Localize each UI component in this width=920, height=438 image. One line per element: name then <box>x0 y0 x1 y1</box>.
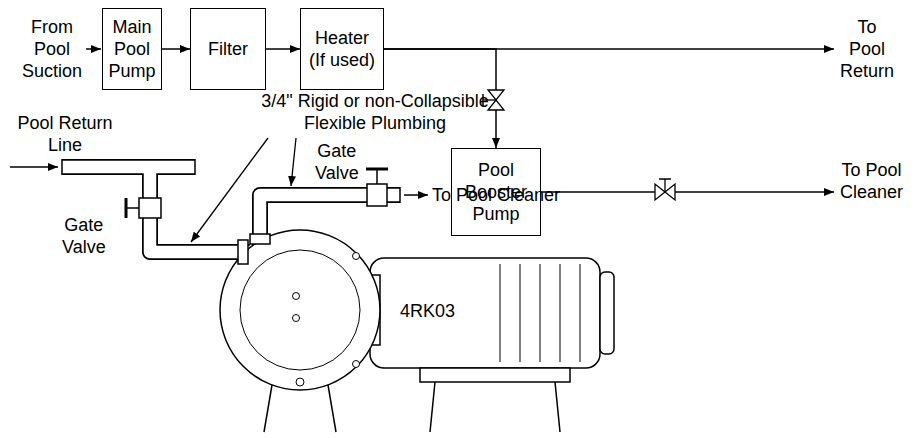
motor-end-cap <box>600 272 614 354</box>
pipe-end <box>194 159 196 175</box>
valve-symbol <box>488 100 504 110</box>
gate-valve-stem <box>376 170 378 184</box>
motor-fin <box>540 264 541 362</box>
flow-endpoint-label: To Pool Cleaner <box>840 159 903 203</box>
box-text: Main Pool Pump <box>108 16 156 82</box>
model-label: 4RK03 <box>400 300 455 322</box>
cover-bolt <box>293 315 300 322</box>
gate-valve-stem <box>126 207 139 209</box>
leader-line <box>291 138 296 186</box>
flow-endpoint-label: From Pool Suction <box>22 16 82 82</box>
callout-label: 3/4" Rigid or non-Collapsible Flexible P… <box>250 90 500 134</box>
flow-endpoint-label: To Pool Cleaner <box>432 184 560 206</box>
pump-cover <box>240 250 360 370</box>
process-box: Filter <box>190 8 266 90</box>
process-box: Heater (If used) <box>300 8 384 90</box>
motor-leg <box>555 382 560 432</box>
rim-bolt <box>296 378 304 386</box>
process-box: Main Pool Pump <box>102 8 162 90</box>
box-text: Filter <box>196 38 260 60</box>
return-line <box>384 48 834 50</box>
outlet-flange <box>250 234 270 244</box>
motor-fin <box>500 264 501 362</box>
gate-valve-wheel <box>125 198 128 218</box>
leader-line <box>191 138 268 242</box>
part-label: Pool Return Line <box>15 112 115 156</box>
motor-foot <box>420 368 570 382</box>
motor-fin <box>560 264 561 362</box>
gate-valve-body <box>139 198 161 218</box>
valve-handle <box>659 178 671 180</box>
valve-stem <box>664 179 665 192</box>
motor-leg <box>430 382 435 432</box>
suction-arrow <box>86 48 101 50</box>
gate-valve-body <box>367 184 387 206</box>
flow-endpoint-label: To Pool Return <box>840 16 894 82</box>
pipe-end <box>61 159 63 175</box>
pump-leg <box>264 385 272 432</box>
inlet-flange <box>238 240 248 264</box>
cleaner-line <box>541 191 834 193</box>
motor-fin <box>520 264 521 362</box>
flow-arrow <box>162 48 190 50</box>
flow-arrow <box>10 166 58 168</box>
pipe-end <box>399 187 401 203</box>
rim-bolt <box>353 253 360 260</box>
part-label: Gate Valve <box>62 214 106 258</box>
motor-fin <box>580 264 581 362</box>
pump-volute <box>220 230 380 390</box>
valve-symbol <box>665 184 675 200</box>
gate-valve-wheel <box>366 168 388 171</box>
box-text: Heater (If used) <box>306 27 378 71</box>
part-label: Gate Valve <box>315 140 359 184</box>
motor-housing <box>370 258 600 368</box>
flow-arrow <box>266 48 300 50</box>
pump-leg <box>328 385 336 432</box>
rim-bolt <box>353 361 360 368</box>
valve-symbol <box>655 184 665 200</box>
flow-arrow <box>404 194 428 196</box>
cover-bolt <box>293 293 300 300</box>
valve-symbol <box>488 90 504 100</box>
